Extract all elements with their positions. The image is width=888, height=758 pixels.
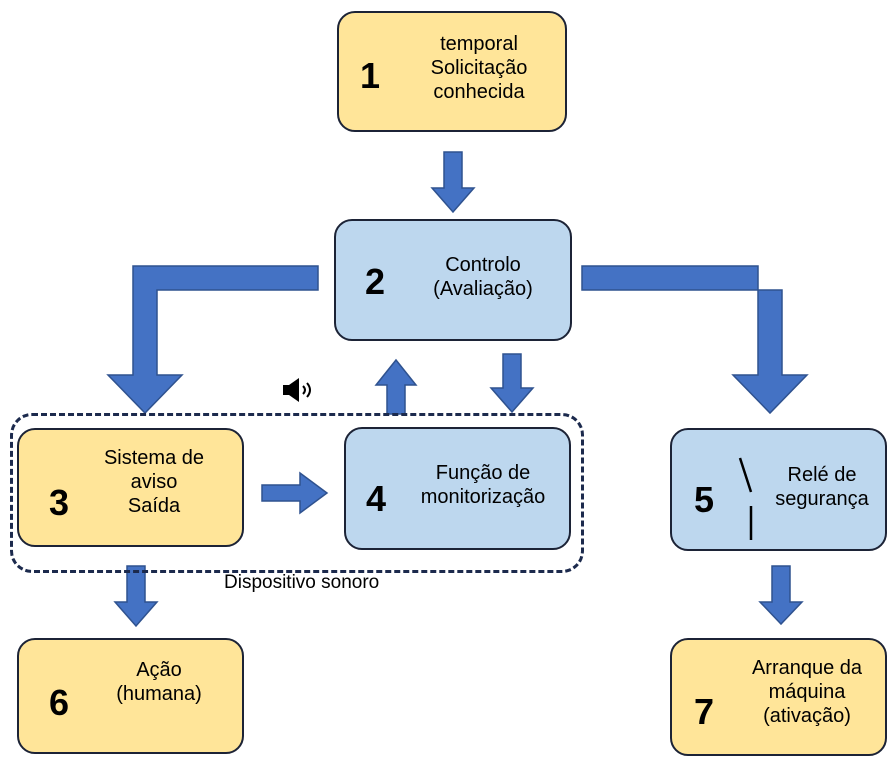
label-line: aviso [130, 471, 178, 493]
box-human-action: 6 Ação (humana) [17, 638, 244, 754]
box-label: Arranque da máquina (ativação) [728, 656, 886, 728]
box-number: 1 [360, 55, 381, 96]
label-line: (Avaliação) [433, 278, 533, 300]
arrow-3-to-4 [261, 471, 329, 515]
box-label: Relé de segurança [758, 463, 886, 511]
label-line: Relé de [787, 464, 857, 486]
label-line: Ação [136, 659, 182, 681]
box-number: 2 [365, 261, 386, 302]
label-line: monitorização [420, 486, 546, 508]
label-line: conhecida [433, 81, 525, 103]
arrow-2-to-4 [489, 353, 535, 414]
label-line: Saída [127, 495, 181, 517]
label-line: Sistema de [103, 447, 205, 469]
box-machine-start: 7 Arranque da máquina (ativação) [670, 638, 887, 756]
arrow-2-to-3 [106, 265, 319, 415]
label-line: temporal [440, 33, 518, 55]
box-label: Função de monitorização [398, 461, 568, 509]
label-line: Solicitação [430, 57, 528, 79]
box-number: 4 [366, 478, 387, 519]
box-number: 5 [694, 479, 715, 520]
audible-device-group-border [10, 413, 584, 573]
box-monitoring-function: 4 Função de monitorização [344, 427, 571, 550]
arrow-3-to-6 [113, 565, 159, 628]
box-number: 3 [49, 482, 70, 523]
speaker-volume-icon [283, 378, 311, 402]
box-warning-system-output: 3 Sistema de aviso Saída [17, 428, 244, 547]
box-number: 6 [49, 682, 70, 723]
label-line: Controlo [445, 254, 521, 276]
box-label: Ação (humana) [94, 658, 224, 706]
box-control-evaluation: 2 Controlo (Avaliação) [334, 219, 572, 341]
label-line: Arranque da [751, 657, 863, 679]
relay-switch-icon [738, 457, 753, 540]
box-label: Sistema de aviso Saída [79, 446, 229, 518]
box-number: 7 [694, 691, 715, 732]
arrow-2-to-5 [581, 265, 809, 415]
arrow-1-to-2 [430, 151, 476, 214]
box-safety-relay: 5 Relé de segurança [670, 428, 887, 551]
label-line: Função de [435, 462, 531, 484]
box-label: temporal Solicitação conhecida [394, 32, 564, 104]
audible-device-caption: Dispositivo sonoro [224, 572, 380, 593]
label-line: segurança [775, 488, 869, 510]
arrow-4-to-2 [374, 358, 418, 415]
arrow-5-to-7 [758, 565, 804, 626]
label-line: máquina [768, 681, 846, 703]
label-line: (ativação) [763, 705, 851, 727]
box-known-temporal-request: 1 temporal Solicitação conhecida [337, 11, 567, 132]
label-line: (humana) [116, 683, 202, 705]
box-label: Controlo (Avaliação) [398, 253, 568, 301]
